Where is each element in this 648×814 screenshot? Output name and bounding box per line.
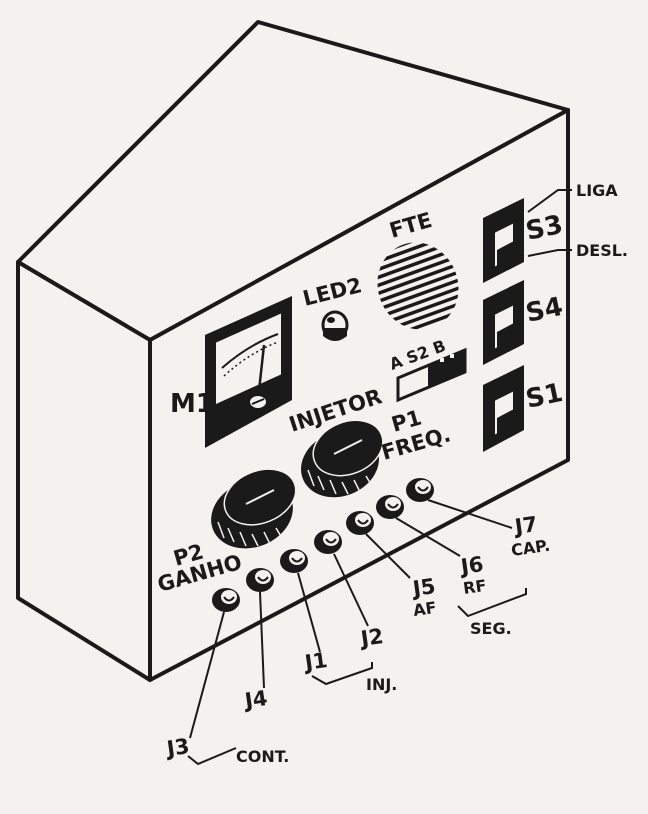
inj-label: INJ. (366, 675, 397, 694)
jack-j3 (212, 588, 240, 612)
j3-label: J3 (163, 734, 191, 761)
rocker-switch-s4 (483, 280, 524, 365)
j1-label: J1 (301, 648, 329, 675)
liga-label: LIGA (576, 181, 618, 200)
cap-label: CAP. (510, 536, 551, 560)
seg-label: SEG. (470, 619, 512, 638)
s1-label: S1 (523, 378, 565, 415)
jack-leaders (189, 499, 513, 739)
jack-j4 (246, 568, 274, 592)
knob-p2 (211, 468, 297, 549)
s3-label: S3 (523, 210, 565, 247)
s4-label: S4 (523, 292, 565, 329)
slide-switch-s2 (396, 347, 467, 403)
rocker-switch-s3 (483, 198, 524, 283)
jack-j2 (314, 530, 342, 554)
rf-label: RF (462, 576, 488, 598)
j6-label: J6 (457, 552, 485, 579)
j7-label: J7 (511, 512, 539, 539)
liga-desl-leaders (527, 189, 572, 257)
jack-j5 (346, 511, 374, 535)
desl-label: DESL. (576, 241, 628, 260)
jack-j7 (406, 478, 434, 502)
group-brackets (187, 588, 527, 766)
j5-label: J5 (409, 574, 437, 601)
meter-m1 (205, 296, 292, 448)
j4-label: J4 (241, 686, 269, 713)
jack-j1 (280, 549, 308, 573)
jack-j6 (376, 495, 404, 519)
led2-indicator (321, 310, 349, 341)
rocker-switch-s1 (483, 365, 524, 452)
cont-label: CONT. (236, 747, 289, 766)
m1-label: M1 (170, 389, 214, 419)
knob-p1 (301, 419, 384, 498)
j2-label: J2 (357, 624, 385, 651)
af-label: AF (412, 598, 438, 620)
